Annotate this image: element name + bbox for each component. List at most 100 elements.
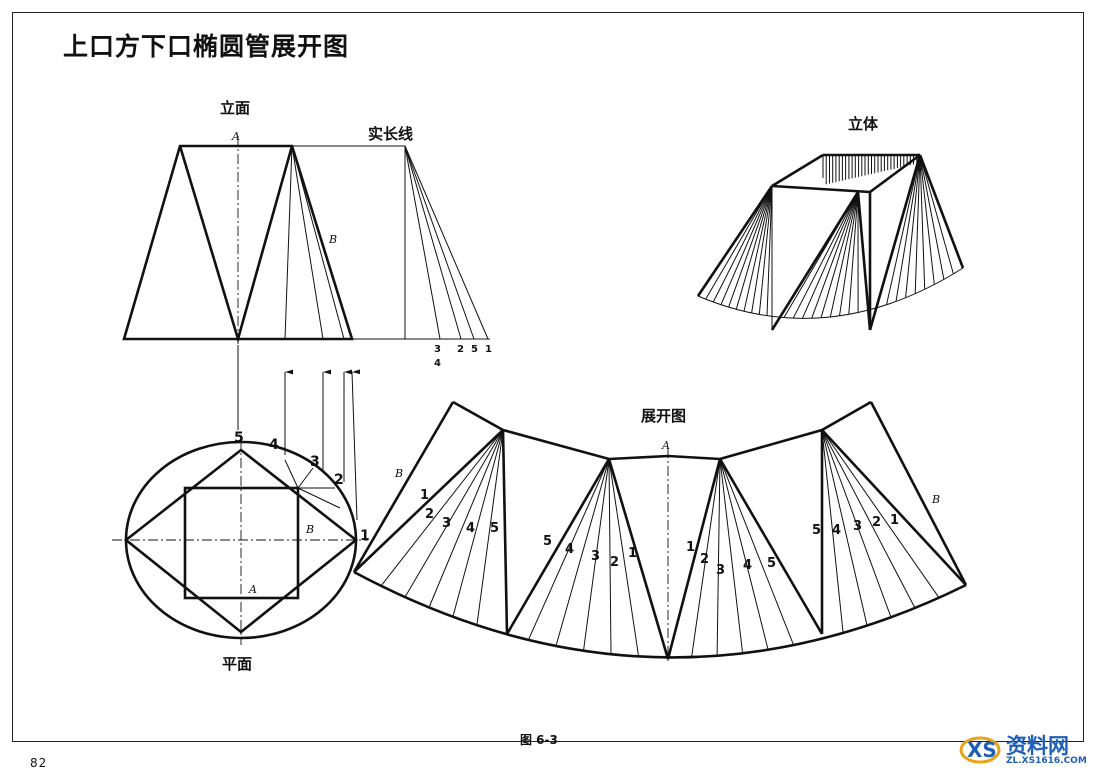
development-fan-line (608, 458, 612, 655)
development-fan-line (691, 458, 721, 658)
true-length-num-4: 4 (434, 358, 441, 369)
solid-hatch-line (705, 185, 773, 300)
plan-view: 5 4 3 2 1 B A (112, 430, 370, 645)
plan-num-2: 2 (334, 472, 344, 488)
elevation-point-b: B (328, 233, 337, 246)
dev-left-num-3: 3 (442, 516, 451, 531)
plan-num-5: 5 (234, 430, 244, 446)
solid-hatch-line (801, 191, 859, 319)
true-length-num-2: 2 (457, 344, 464, 355)
label-solid: 立体 (848, 115, 879, 133)
solid-hatch-line (820, 191, 859, 318)
solid-hatch-line (919, 154, 954, 275)
dev-cl-num-1: 1 (628, 546, 637, 561)
development-fan-line (555, 458, 610, 647)
development-fan-line (821, 429, 892, 618)
development-point-a: A (661, 439, 670, 452)
solid-hatch-line (886, 154, 921, 305)
dev-right-num-3: 3 (853, 519, 862, 534)
development-fan-line (380, 429, 504, 587)
dev-cr-num-1: 1 (686, 540, 695, 555)
dev-cl-num-5: 5 (543, 534, 552, 549)
page-frame (12, 12, 1084, 742)
solid-hatch-line (914, 154, 921, 294)
plan-diamond (123, 448, 359, 634)
label-plan: 平面 (222, 655, 253, 673)
label-development: 展开图 (641, 407, 687, 425)
dev-cl-num-2: 2 (610, 555, 619, 570)
development-fan-line (527, 458, 610, 641)
development-bottom-arc (353, 570, 967, 659)
dev-right-num-1: 1 (890, 513, 899, 528)
watermark: XS 资料网 ZL.XS1616.COM (958, 728, 1093, 770)
solid-hatch-line (792, 191, 859, 319)
solid-hatch-line (751, 185, 773, 314)
true-length-num-5: 5 (471, 344, 478, 355)
development-fan-line (821, 429, 844, 633)
solid-hatch-line (811, 191, 859, 319)
solid-hatch-line (905, 154, 921, 298)
figure-caption: 图 6-3 (520, 733, 558, 747)
true-length-diagram: 3 2 5 1 4 (404, 145, 492, 369)
solid-bottom-curve (697, 267, 964, 319)
true-length-num-1: 1 (485, 344, 492, 355)
dev-right-num-2: 2 (872, 515, 881, 530)
solid-hatch-line (919, 154, 935, 285)
svg-text:XS: XS (967, 738, 997, 762)
development-fan-line (719, 458, 769, 650)
dev-left-num-4: 4 (466, 521, 475, 536)
development-fan-line (821, 429, 940, 598)
development-fan-line (719, 458, 744, 654)
dev-left-num-1: 1 (420, 488, 429, 503)
development-fan-line (719, 458, 795, 646)
plan-point-a: A (248, 583, 257, 596)
dev-cl-num-3: 3 (591, 549, 600, 564)
true-length-num-3: 3 (434, 344, 441, 355)
solid-hatch-line (919, 154, 926, 290)
dev-cr-num-4: 4 (743, 558, 752, 573)
page-title: 上口方下口椭圆管展开图 (63, 32, 350, 61)
dev-cr-num-3: 3 (716, 563, 725, 578)
development-view: A B B 1 2 3 4 5 5 4 3 2 1 1 2 3 4 5 5 4 … (352, 400, 968, 664)
elevation-point-a: A (231, 130, 240, 143)
solid-hatch-line (876, 154, 921, 308)
watermark-name: 资料网 (1006, 734, 1069, 758)
development-fan-line (404, 429, 504, 598)
development-fan-line (583, 458, 610, 651)
solid-hatch-line (728, 185, 773, 308)
dev-right-num-4: 4 (832, 523, 841, 538)
development-point-b-right: B (931, 493, 940, 506)
plan-num-3: 3 (310, 454, 320, 470)
solid-hatch-line (919, 154, 945, 280)
development-fan-line (428, 429, 504, 608)
dev-cr-num-5: 5 (767, 556, 776, 571)
plan-point-b: B (305, 523, 314, 536)
development-fan-line (821, 429, 916, 609)
plan-num-4: 4 (269, 437, 279, 453)
plan-num-1: 1 (360, 528, 370, 544)
elevation-view: A B (122, 130, 490, 350)
development-fan-line (716, 458, 721, 656)
solid-hatch-line (839, 191, 859, 316)
projection-lines (237, 345, 361, 521)
solid-hatch-line (783, 191, 859, 318)
solid-hatch-line (766, 185, 773, 316)
dev-cl-num-4: 4 (565, 542, 574, 557)
development-fan-line (452, 429, 504, 617)
solid-hatch-line (712, 185, 773, 303)
label-elevation: 立面 (220, 99, 251, 117)
solid-hatch-line (758, 185, 773, 315)
development-fan-line (608, 458, 640, 657)
dev-left-num-2: 2 (425, 507, 434, 522)
dev-cr-num-2: 2 (700, 552, 709, 567)
development-fan-line (821, 429, 868, 626)
solid-hatch-line (743, 185, 773, 312)
page-number: 82 (30, 756, 48, 770)
watermark-url: ZL.XS1616.COM (1006, 756, 1087, 766)
solid-hatch-line (895, 154, 921, 302)
solid-hatch-line (829, 191, 859, 318)
solid-view (696, 153, 965, 331)
elevation-triangles (178, 145, 294, 344)
